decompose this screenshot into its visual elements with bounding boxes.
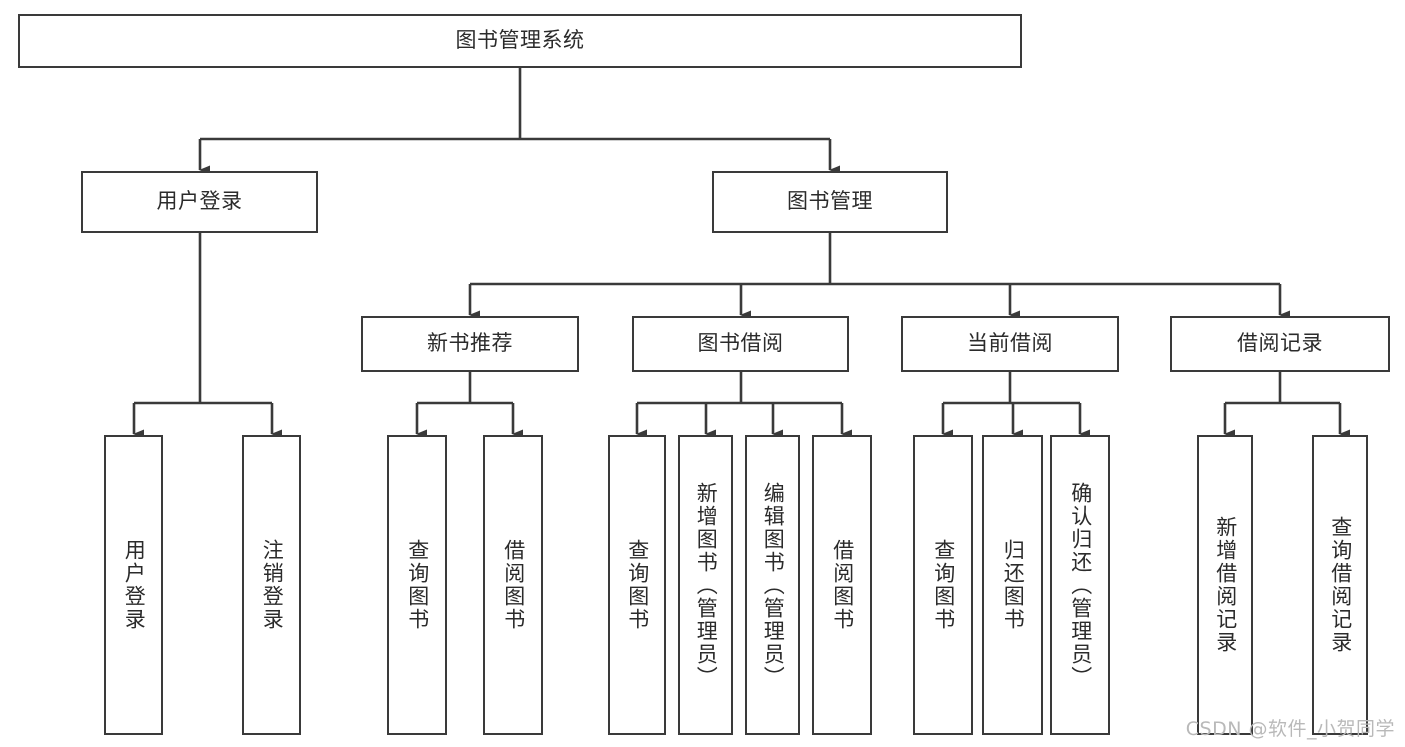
node-current-borrow[interactable]: 当前借阅 <box>901 316 1119 372</box>
node-label-book-manage: 图书管理 <box>787 189 873 214</box>
node-label-current-borrow: 当前借阅 <box>967 331 1053 356</box>
node-leaf-confirm-return[interactable]: 确认归还（管理员） <box>1050 435 1110 735</box>
node-label-leaf-logout: 注销登录 <box>260 539 285 631</box>
node-label-leaf-confirm-return: 确认归还（管理员） <box>1068 481 1093 689</box>
node-leaf-edit-book[interactable]: 编辑图书（管理员） <box>745 435 800 735</box>
node-book-manage[interactable]: 图书管理 <box>712 171 948 233</box>
node-label-leaf-user-login: 用户登录 <box>122 539 147 631</box>
node-leaf-query-book-rec[interactable]: 查询图书 <box>387 435 447 735</box>
node-new-book-rec[interactable]: 新书推荐 <box>361 316 579 372</box>
node-leaf-borrow-book[interactable]: 借阅图书 <box>812 435 872 735</box>
node-leaf-logout[interactable]: 注销登录 <box>242 435 301 735</box>
node-label-user-login: 用户登录 <box>156 189 243 214</box>
node-leaf-query-record[interactable]: 查询借阅记录 <box>1312 435 1368 735</box>
node-user-login[interactable]: 用户登录 <box>81 171 318 233</box>
node-leaf-return-book[interactable]: 归还图书 <box>982 435 1043 735</box>
node-leaf-query-book-current[interactable]: 查询图书 <box>913 435 973 735</box>
node-label-new-book-rec: 新书推荐 <box>427 331 513 356</box>
node-label-borrow-record: 借阅记录 <box>1237 331 1323 356</box>
node-borrow-record[interactable]: 借阅记录 <box>1170 316 1390 372</box>
node-label-leaf-borrow-book: 借阅图书 <box>830 539 855 631</box>
node-label-root: 图书管理系统 <box>455 28 585 53</box>
node-leaf-borrow-book-rec[interactable]: 借阅图书 <box>483 435 543 735</box>
node-label-leaf-add-book: 新增图书（管理员） <box>694 481 719 689</box>
watermark-label: CSDN @软件_小贺同学 <box>1185 718 1395 740</box>
node-label-leaf-query-book-rec: 查询图书 <box>405 539 430 631</box>
node-leaf-add-book[interactable]: 新增图书（管理员） <box>678 435 733 735</box>
node-leaf-add-record[interactable]: 新增借阅记录 <box>1197 435 1253 735</box>
edges-group <box>132 68 1350 439</box>
node-leaf-user-login[interactable]: 用户登录 <box>104 435 163 735</box>
node-label-leaf-borrow-book-rec: 借阅图书 <box>501 539 526 631</box>
node-label-leaf-add-record: 新增借阅记录 <box>1213 516 1238 654</box>
node-label-leaf-return-book: 归还图书 <box>1001 539 1026 631</box>
node-label-leaf-query-record: 查询借阅记录 <box>1328 516 1353 654</box>
node-label-book-borrow: 图书借阅 <box>697 331 784 356</box>
node-label-leaf-query-book-borrow: 查询图书 <box>625 539 650 631</box>
node-book-borrow[interactable]: 图书借阅 <box>632 316 849 372</box>
node-root[interactable]: 图书管理系统 <box>18 14 1022 68</box>
node-leaf-query-book-borrow[interactable]: 查询图书 <box>608 435 666 735</box>
node-label-leaf-edit-book: 编辑图书（管理员） <box>761 481 786 689</box>
node-label-leaf-query-book-current: 查询图书 <box>931 539 956 631</box>
